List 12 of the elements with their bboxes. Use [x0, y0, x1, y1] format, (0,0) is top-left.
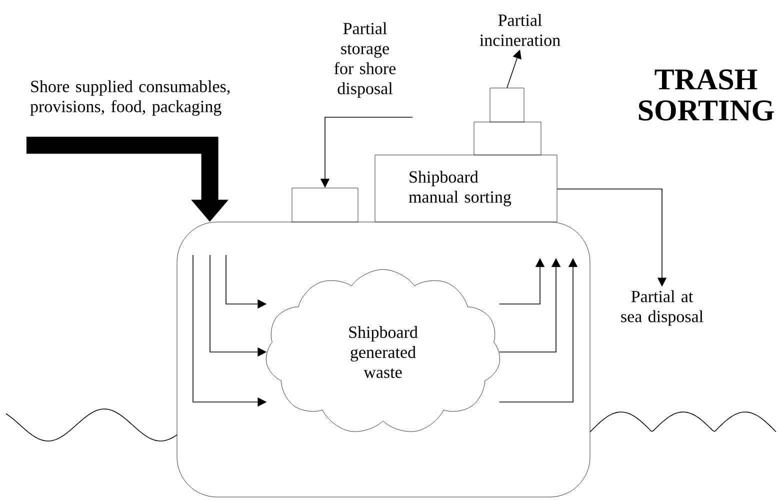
flow-label: Partial at sea disposal: [621, 290, 704, 326]
process-box: Shipboard manual sorting: [374, 154, 558, 222]
flow-label: Partial incineration: [480, 14, 560, 46]
title: TRASH SORTING: [638, 69, 774, 121]
flow-label: Partial storage for shore disposal: [334, 22, 396, 98]
incinerator-box: [490, 88, 524, 122]
flow-label: Shore supplied consumables, provisions, food, packaging: [30, 80, 230, 116]
incinerator-box: [474, 122, 542, 156]
ship-hull: [176, 222, 590, 498]
storage-box: [292, 188, 358, 222]
arrow: [506, 50, 522, 88]
waste-cloud: Shipboard generated waste: [266, 269, 500, 432]
